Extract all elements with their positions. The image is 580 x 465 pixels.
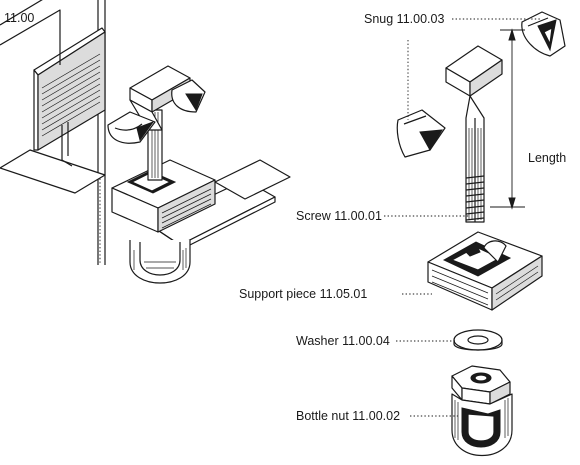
assembled-screw	[129, 65, 191, 181]
washer-label: Washer 11.00.04	[296, 334, 390, 348]
assembled-snugs	[107, 79, 206, 144]
assembled-view	[0, 0, 291, 284]
assembled-bottle-nut	[129, 240, 191, 284]
bottle-nut-exploded	[451, 365, 513, 457]
profile-rail	[0, 0, 106, 194]
snug-left	[396, 109, 446, 158]
support-piece-label: Support piece 11.05.01	[239, 287, 368, 301]
assembled-support-piece	[111, 159, 216, 233]
screw-label: Screw 11.00.01	[296, 209, 382, 223]
snug-label: Snug 11.00.03	[364, 12, 445, 26]
washer	[453, 329, 503, 351]
screw-exploded	[445, 45, 503, 223]
bottle-nut-label: Bottle nut 11.00.02	[296, 409, 401, 423]
upper-plate	[214, 159, 291, 200]
exploded-view	[384, 11, 566, 457]
leader-lines	[384, 18, 540, 417]
length-label: Length	[528, 151, 567, 165]
figure-number: 11.00	[4, 11, 35, 25]
support-piece-exploded	[427, 231, 543, 311]
length-dimension	[490, 28, 525, 210]
